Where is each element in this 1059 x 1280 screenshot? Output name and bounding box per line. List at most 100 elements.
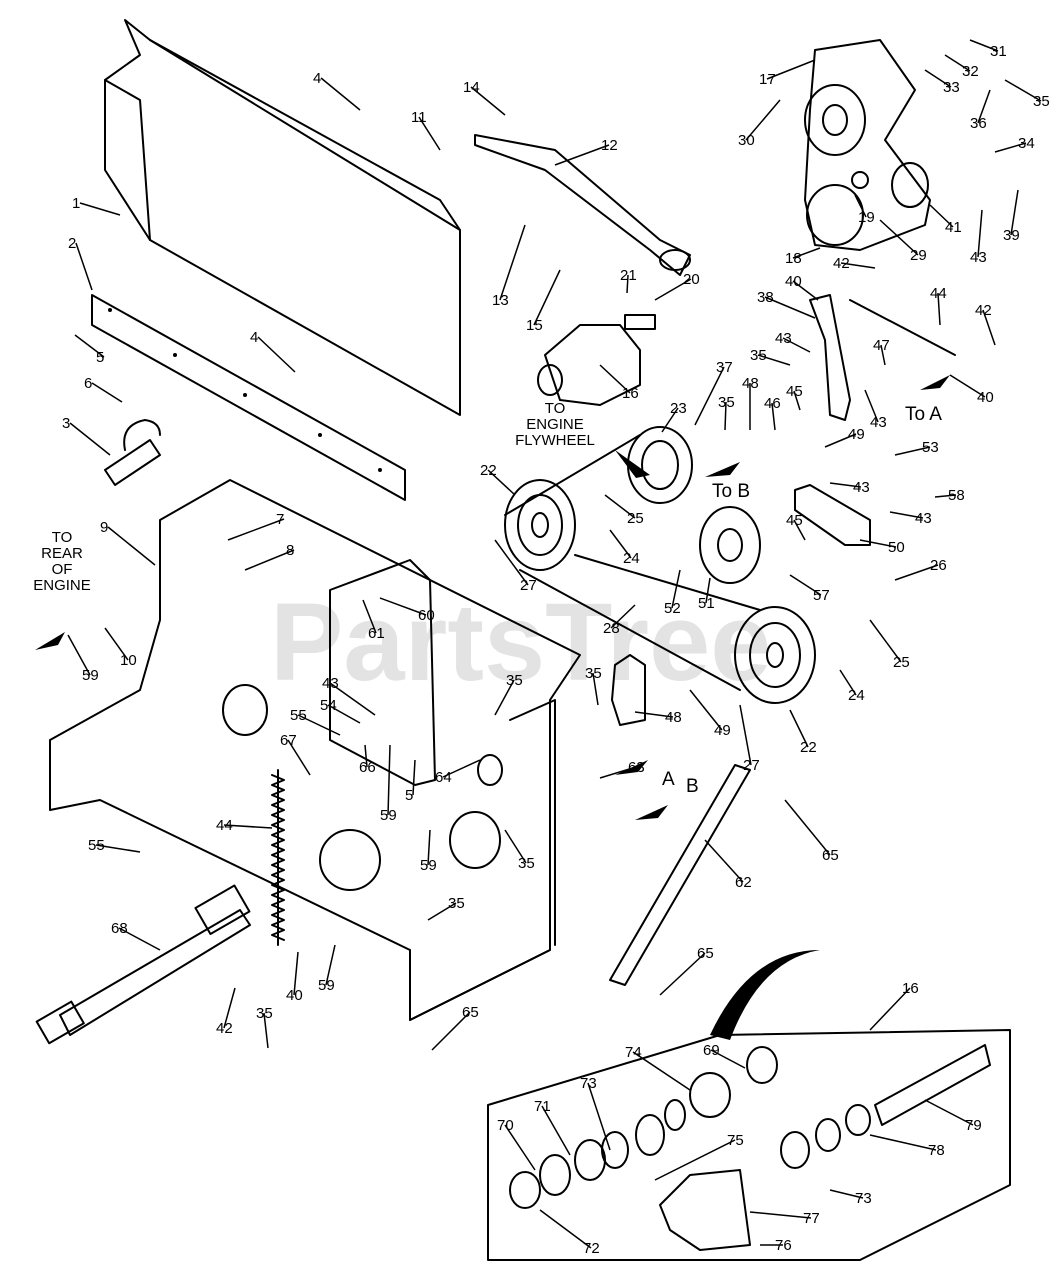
bracket: [794, 484, 871, 546]
leader-line-p57: [789, 574, 822, 596]
leader-line-p43b: [864, 389, 879, 423]
leader-line-p23: [661, 407, 679, 433]
control-rod: [474, 134, 691, 276]
leader-line-p24a: [609, 529, 632, 559]
top-shield-cover: [104, 19, 461, 416]
leader-line-p64: [442, 759, 481, 778]
part-label-p43e: 43: [970, 249, 987, 266]
leader-line-p17: [766, 59, 816, 80]
part-label-p72: 72: [583, 1240, 600, 1257]
leader-line-p16b: [869, 987, 911, 1031]
part-label-p60: 60: [418, 607, 435, 624]
leader-line-p7: [227, 518, 285, 541]
bearing-plate: [329, 559, 436, 786]
leader-line-p18: [792, 247, 821, 259]
part-label-p6: 6: [84, 375, 92, 392]
leader-line-p62: [704, 839, 744, 883]
leader-line-p40a: [792, 280, 819, 301]
leader-line-p26: [894, 564, 939, 581]
leader-line-p59a: [67, 634, 91, 676]
part-label-p27b: 27: [743, 757, 760, 774]
part-label-p65a: 65: [822, 847, 839, 864]
callout-flywheel-line1: TO: [545, 400, 566, 417]
leader-line-p22b: [789, 709, 809, 748]
arrow-to-flywheel: [615, 450, 650, 478]
leader-line-p75: [654, 1139, 736, 1181]
leader-line-p58: [934, 494, 957, 498]
part-label-p42c: 42: [216, 1020, 233, 1037]
part-label-p9: 9: [100, 519, 108, 536]
leader-line-p59d: [325, 944, 336, 986]
part-label-p7: 7: [276, 511, 284, 528]
leader-line-p37: [694, 366, 725, 426]
leader-line-p77: [749, 1211, 812, 1219]
part-label-p3: 3: [62, 415, 70, 432]
leader-line-p49b: [689, 689, 723, 731]
leader-line-p4b: [257, 336, 296, 373]
clamp: [104, 419, 161, 486]
leader-line-p66: [364, 744, 368, 768]
part-label-p59c: 59: [420, 857, 437, 874]
part-label-p15: 15: [526, 317, 543, 334]
part-label-p20: 20: [683, 271, 700, 288]
part-label-p76: 76: [775, 1237, 792, 1254]
part-label-p25a: 25: [627, 510, 644, 527]
part-label-p75: 75: [727, 1132, 744, 1149]
part-label-p43c: 43: [853, 479, 870, 496]
leader-line-p69: [710, 1049, 746, 1069]
leader-line-p34: [994, 142, 1027, 153]
part-label-p32: 32: [962, 63, 979, 80]
leader-line-p38: [764, 296, 816, 319]
pulley-housing: [537, 314, 656, 406]
leader-line-p40c: [293, 951, 299, 996]
leader-line-p68: [118, 927, 161, 951]
leader-line-p27a: [494, 539, 529, 586]
leader-line-p78: [869, 1134, 937, 1151]
arrow-b: [635, 805, 668, 820]
leader-line-p4a: [320, 77, 361, 111]
part-label-p26: 26: [930, 557, 947, 574]
part-label-p40c: 40: [286, 987, 303, 1004]
leader-line-p35f: [504, 829, 527, 864]
leader-line-p35g: [427, 902, 457, 921]
leader-line-p65a: [784, 799, 831, 856]
leader-line-p31: [969, 39, 999, 52]
part-label-p63: 63: [628, 759, 645, 776]
leader-line-p32: [944, 54, 971, 72]
leader-line-p3: [69, 422, 111, 456]
part-leader-lines: [67, 39, 1042, 1249]
direction-arrows: [35, 375, 950, 820]
part-label-p35f: 35: [518, 855, 535, 872]
part-label-p77: 77: [803, 1210, 820, 1227]
part-label-p66: 66: [359, 759, 376, 776]
leader-line-p52: [671, 569, 681, 609]
guide-plate: [611, 654, 646, 726]
part-label-p43d: 43: [915, 510, 932, 527]
leader-line-p65c: [431, 1011, 471, 1051]
part-label-p35a: 35: [1033, 93, 1050, 110]
leader-line-p19: [854, 194, 867, 218]
leader-line-p28: [610, 604, 636, 629]
arrow-to-b: [705, 462, 740, 477]
part-label-p12: 12: [601, 137, 618, 154]
callout-b: B: [686, 776, 699, 797]
part-label-p79: 79: [965, 1117, 982, 1134]
arrow-to-a: [920, 375, 950, 390]
callout-to-a: To A: [905, 404, 942, 425]
leader-line-p5b: [412, 759, 416, 796]
leader-line-p46: [771, 402, 776, 431]
leader-line-p11: [418, 116, 441, 151]
callout-to-rear-line1: TO: [52, 529, 73, 546]
part-label-p78: 78: [928, 1142, 945, 1159]
leader-line-p44b: [223, 824, 273, 829]
leader-line-p45a: [793, 390, 801, 411]
leader-line-p35d: [592, 672, 599, 706]
leader-line-p43f: [329, 682, 376, 716]
spring-vertical: [271, 769, 285, 946]
part-label-p27a: 27: [520, 577, 537, 594]
leader-line-p42c: [223, 987, 236, 1029]
part-label-p40b: 40: [977, 389, 994, 406]
leader-line-p36: [977, 89, 991, 124]
leader-line-p25a: [604, 494, 636, 519]
